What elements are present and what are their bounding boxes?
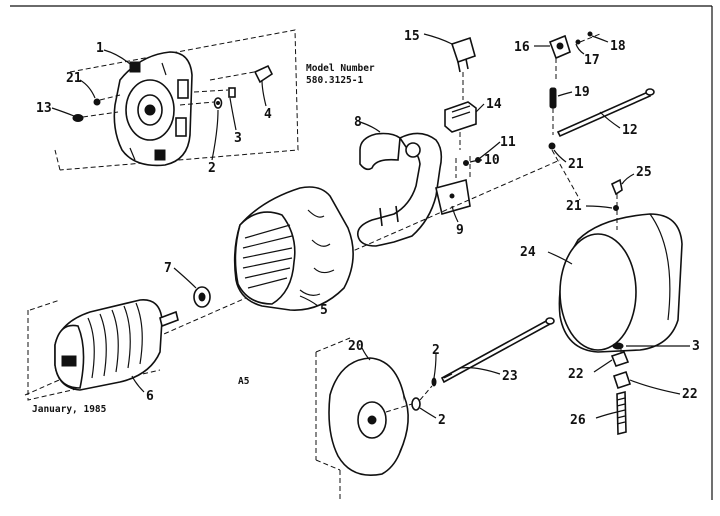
screw-part-13: [72, 111, 119, 122]
callout-22-right: 22: [682, 387, 698, 402]
revision-date: January, 1985: [32, 404, 107, 415]
armature-part-6: [54, 299, 179, 391]
end-cap-part-1: [113, 51, 193, 167]
terminal-plate-part-9: [435, 156, 481, 216]
callout-13: 13: [36, 101, 52, 116]
long-bolt-part-23: [440, 317, 555, 384]
washer-part-7: [193, 286, 211, 308]
model-number-label: Model Number: [306, 63, 375, 74]
callout-8: 8: [354, 115, 362, 130]
callout-2-fan-top: 2: [432, 343, 440, 358]
callout-1: 1: [96, 41, 104, 56]
callout-22-left: 22: [568, 367, 584, 382]
callout-9: 9: [456, 223, 464, 238]
callout-17: 17: [584, 53, 600, 68]
callout-2: 2: [208, 161, 216, 176]
callout-18: 18: [610, 39, 626, 54]
callout-15: 15: [404, 29, 420, 44]
fan-group-box: [315, 337, 351, 500]
callout-16: 16: [514, 40, 530, 55]
callout-12: 12: [622, 123, 638, 138]
callout-24: 24: [520, 245, 536, 260]
callout-11: 11: [500, 135, 516, 150]
page-code: A5: [238, 376, 250, 387]
fan-part-20: [328, 357, 409, 476]
callout-20: 20: [348, 339, 364, 354]
switch-block-part-14: [444, 101, 477, 150]
brush-parts-2-3-4: [179, 64, 274, 109]
callout-10: 10: [484, 153, 500, 168]
through-bolt-part-12: [556, 88, 655, 138]
page-border: [10, 5, 713, 500]
spring-part-19: [549, 87, 557, 135]
callout-leaders: [51, 33, 690, 419]
switch-part-15: [450, 36, 476, 100]
callout-3-right: 3: [692, 339, 700, 354]
terminal-parts-16-17-18: [548, 31, 601, 80]
callout-21-right: 21: [566, 199, 582, 214]
callout-21-mid: 21: [568, 157, 584, 172]
callout-23: 23: [502, 369, 518, 384]
callout-2-fan-bottom: 2: [438, 413, 446, 428]
model-number-value: 580.3125-1: [306, 75, 363, 86]
callout-25: 25: [636, 165, 652, 180]
screw-part-25: [610, 178, 623, 230]
callout-19: 19: [574, 85, 590, 100]
brush-end-group-box: [54, 29, 299, 171]
fan-housing-part-24: [558, 213, 683, 353]
callout-7: 7: [164, 261, 172, 276]
screw-part-21b: [548, 142, 581, 201]
screw-part-21: [93, 94, 121, 106]
callout-3: 3: [234, 131, 242, 146]
callout-6: 6: [146, 389, 154, 404]
callout-21-left: 21: [66, 71, 82, 86]
callout-14: 14: [486, 97, 502, 112]
callout-26: 26: [570, 413, 586, 428]
bracket-part-8: [356, 132, 443, 247]
callout-4: 4: [264, 107, 272, 122]
callout-5: 5: [320, 303, 328, 318]
nut-parts-3-22-26: [610, 342, 632, 436]
field-housing-part-5: [233, 186, 354, 311]
